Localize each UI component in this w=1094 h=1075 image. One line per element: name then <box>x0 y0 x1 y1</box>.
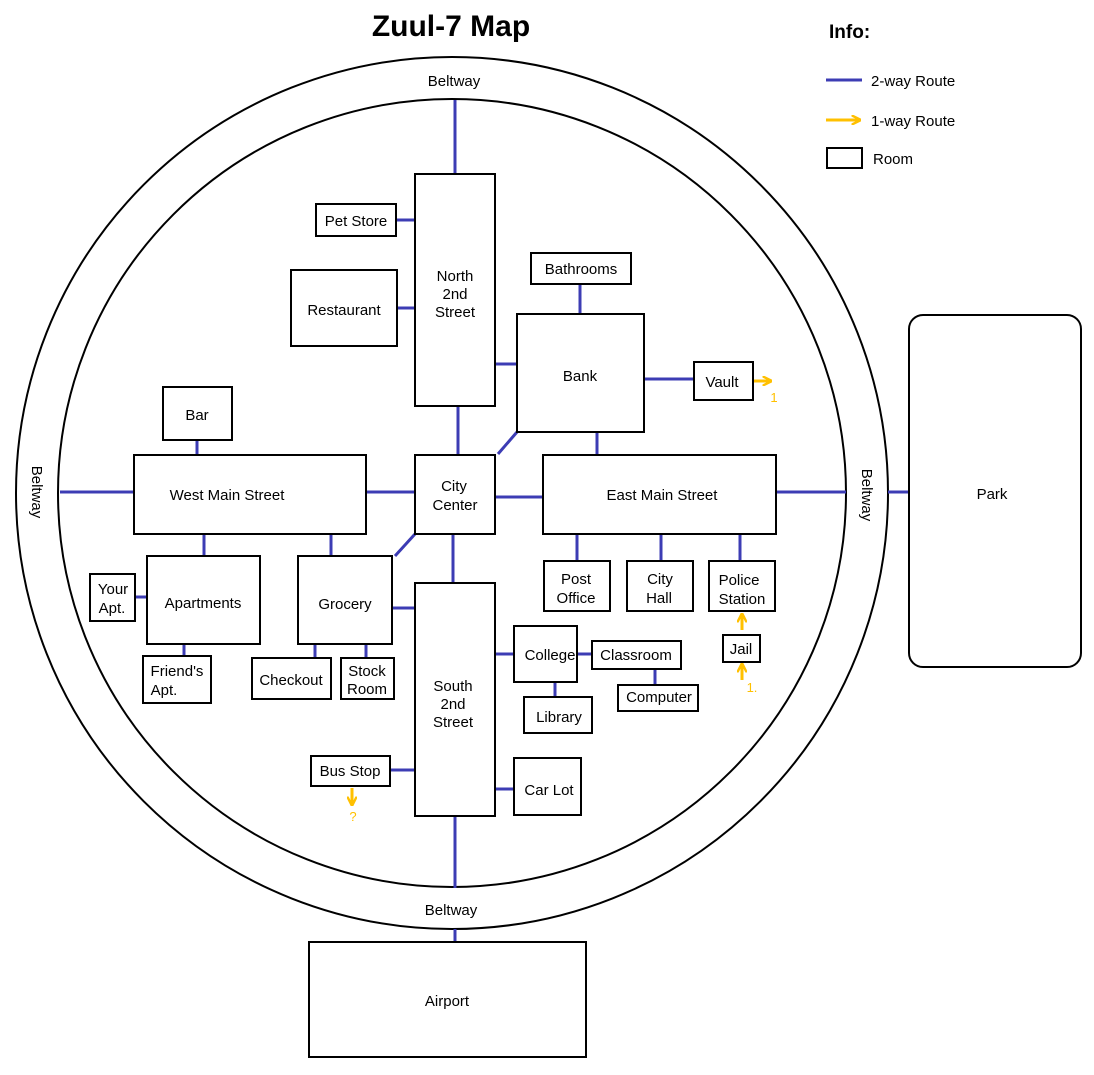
legend-room-label: Room <box>873 151 913 168</box>
room-police-station[interactable]: Police Station <box>708 560 776 612</box>
svg-text:Vault: Vault <box>705 374 739 391</box>
svg-text:City: City <box>647 571 673 588</box>
svg-text:Apt.: Apt. <box>151 682 178 699</box>
room-pet-store[interactable]: Pet Store <box>315 203 397 237</box>
svg-text:Street: Street <box>435 304 476 321</box>
room-vault[interactable]: Vault <box>693 361 754 401</box>
legend-two-way-label: 2-way Route <box>871 73 955 90</box>
room-classroom[interactable]: Classroom <box>591 640 682 670</box>
room-bus-stop[interactable]: Bus Stop <box>310 755 391 787</box>
svg-text:Your: Your <box>98 581 128 598</box>
vault-exit-marker: 1 <box>770 390 777 405</box>
room-bathrooms[interactable]: Bathrooms <box>530 252 632 285</box>
svg-text:Checkout: Checkout <box>259 672 323 689</box>
room-bank[interactable]: Bank <box>516 313 645 433</box>
map-title: Zuul-7 Map <box>372 10 530 43</box>
room-restaurant[interactable]: Restaurant <box>290 269 398 347</box>
svg-text:Airport: Airport <box>425 993 470 1010</box>
jail-entry-marker: 1. <box>747 680 758 695</box>
legend-room-swatch <box>826 147 863 169</box>
room-stock-room[interactable]: Stock Room <box>340 657 395 700</box>
svg-text:Police: Police <box>719 572 760 589</box>
room-post-office[interactable]: Post Office <box>543 560 611 612</box>
room-city-center[interactable]: City Center <box>414 454 496 535</box>
two-way-routes <box>60 100 909 942</box>
svg-text:2nd: 2nd <box>440 696 465 713</box>
room-south-2nd-street[interactable]: South 2nd Street <box>414 582 496 817</box>
svg-text:Apartments: Apartments <box>165 595 242 612</box>
room-city-hall[interactable]: City Hall <box>626 560 694 612</box>
svg-text:Grocery: Grocery <box>318 596 372 613</box>
room-north-2nd-street[interactable]: North 2nd Street <box>414 173 496 407</box>
svg-text:Center: Center <box>432 497 477 514</box>
svg-text:Bank: Bank <box>563 368 598 385</box>
legend: Info: 2-way Route 1-way Route Room <box>826 22 955 169</box>
svg-text:Bus Stop: Bus Stop <box>320 763 381 780</box>
room-computer[interactable]: Computer <box>617 684 699 712</box>
svg-text:Restaurant: Restaurant <box>307 302 381 319</box>
svg-text:Friend's: Friend's <box>151 663 204 680</box>
svg-text:Car Lot: Car Lot <box>524 782 574 799</box>
svg-text:Computer: Computer <box>626 689 692 706</box>
bus-stop-exit-marker: ? <box>349 809 356 824</box>
svg-text:Classroom: Classroom <box>600 647 672 664</box>
svg-text:East Main Street: East Main Street <box>607 487 719 504</box>
svg-text:2nd: 2nd <box>442 286 467 303</box>
svg-text:City: City <box>441 478 467 495</box>
svg-text:Room: Room <box>347 681 387 698</box>
svg-text:Bathrooms: Bathrooms <box>545 261 618 278</box>
svg-text:Jail: Jail <box>730 641 753 658</box>
svg-text:Apt.: Apt. <box>99 600 126 617</box>
room-library[interactable]: Library <box>523 696 593 734</box>
svg-text:Station: Station <box>719 591 766 608</box>
beltway-bottom-label: Beltway <box>425 902 478 919</box>
room-airport[interactable]: Airport <box>308 941 587 1058</box>
svg-text:Office: Office <box>557 590 596 607</box>
room-grocery[interactable]: Grocery <box>297 555 393 645</box>
svg-text:Street: Street <box>433 714 474 731</box>
room-park[interactable]: Park <box>908 314 1082 668</box>
legend-one-way-label: 1-way Route <box>871 113 955 130</box>
svg-text:Hall: Hall <box>646 590 672 607</box>
svg-text:Post: Post <box>561 571 592 588</box>
svg-text:Library: Library <box>536 709 582 726</box>
legend-heading: Info: <box>829 22 870 43</box>
svg-text:Bar: Bar <box>185 407 208 424</box>
svg-text:Park: Park <box>977 486 1008 503</box>
room-friends-apt[interactable]: Friend's Apt. <box>142 655 212 704</box>
room-apartments[interactable]: Apartments <box>146 555 261 645</box>
beltway-left-label: Beltway <box>28 466 45 519</box>
svg-text:College: College <box>525 647 576 664</box>
svg-text:Stock: Stock <box>348 663 386 680</box>
one-way-routes <box>352 381 771 805</box>
room-east-main-street[interactable]: East Main Street <box>542 454 777 535</box>
svg-text:West Main Street: West Main Street <box>170 487 286 504</box>
room-your-apt[interactable]: Your Apt. <box>89 573 136 622</box>
room-jail[interactable]: Jail <box>722 634 761 663</box>
room-west-main-street[interactable]: West Main Street <box>133 454 367 535</box>
beltway-right-label: Beltway <box>858 469 875 522</box>
room-bar[interactable]: Bar <box>162 386 233 441</box>
room-car-lot[interactable]: Car Lot <box>513 757 582 816</box>
beltway-top-label: Beltway <box>428 73 481 90</box>
room-checkout[interactable]: Checkout <box>251 657 332 700</box>
svg-text:North: North <box>437 268 474 285</box>
svg-text:Pet Store: Pet Store <box>325 213 388 230</box>
room-college[interactable]: College <box>513 625 578 683</box>
svg-text:South: South <box>433 678 472 695</box>
